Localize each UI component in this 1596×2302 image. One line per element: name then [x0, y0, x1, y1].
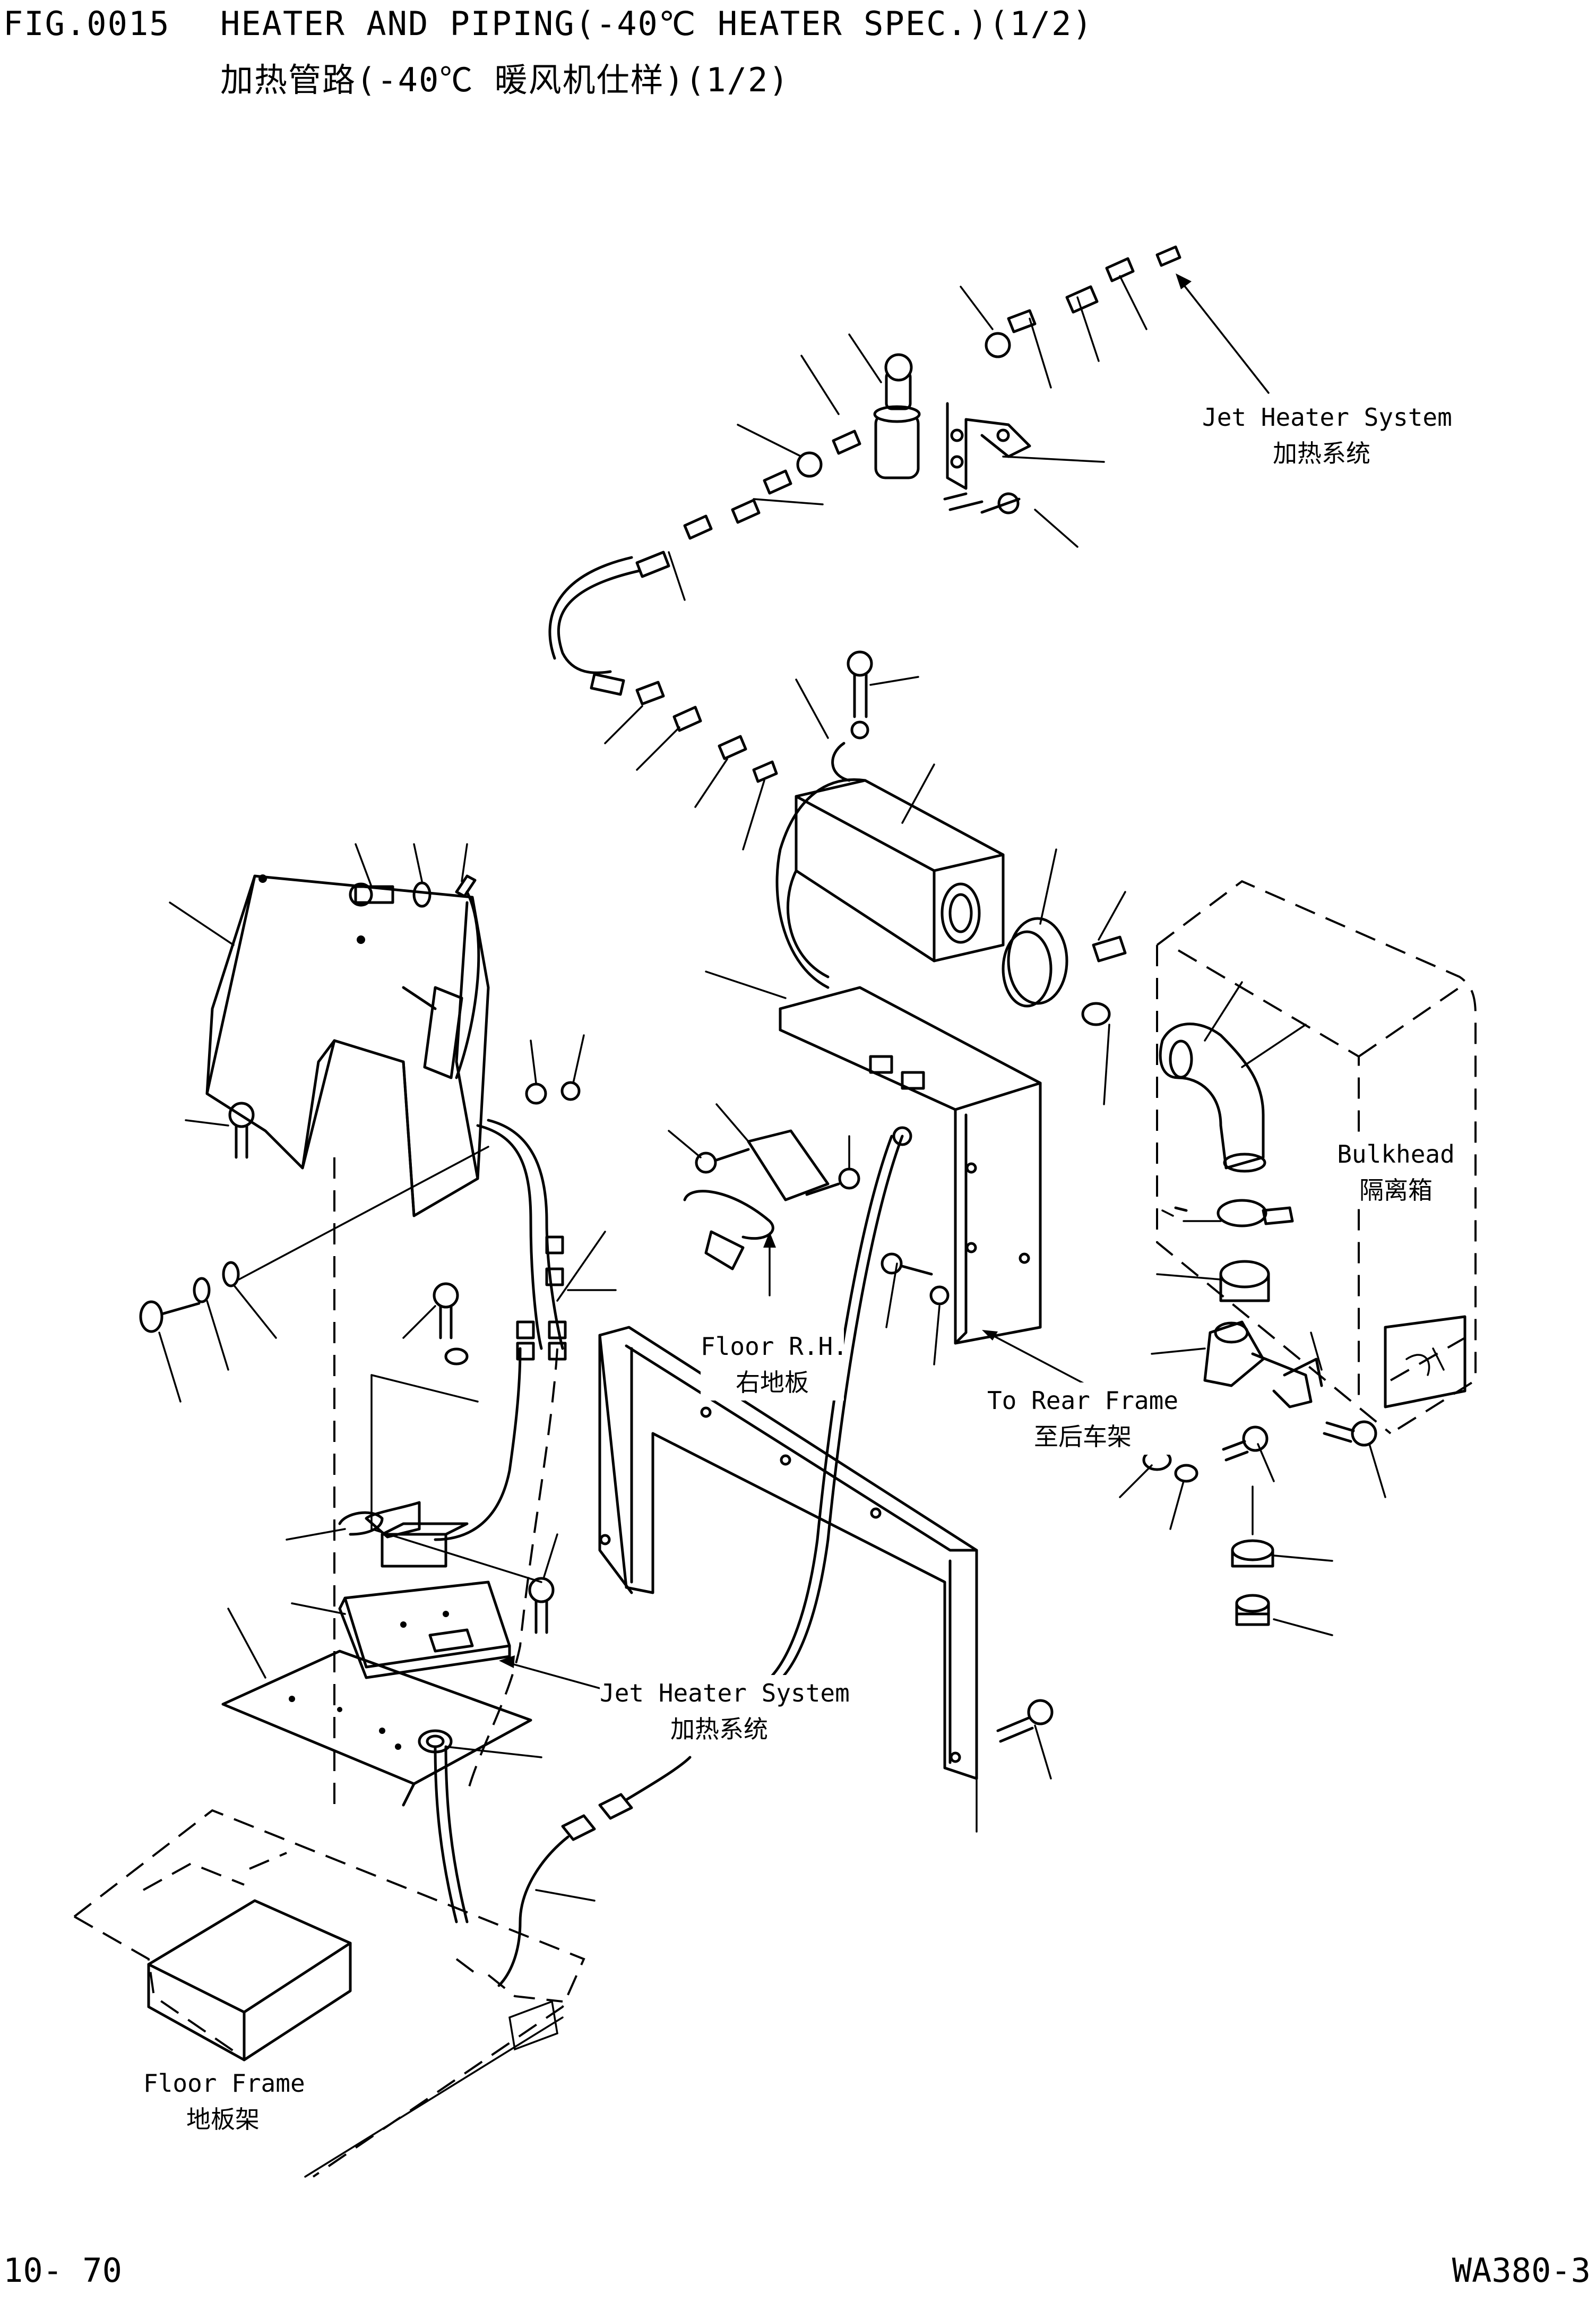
callout-jet-heater-bottom-en: Jet Heater System	[600, 1679, 850, 1707]
callout-floor-rh: Floor R.H. 右地板	[701, 1328, 848, 1401]
heater-unit	[775, 650, 1127, 1105]
model-number: WA380-3	[1452, 2251, 1591, 2290]
callout-floor-frame: Floor Frame 地板架	[143, 2065, 305, 2137]
callout-floor-rh-zh: 右地板	[736, 1368, 809, 1397]
callout-floor-frame-en: Floor Frame	[143, 2069, 305, 2098]
base-plates	[221, 1581, 692, 1987]
callout-to-rear-frame: To Rear Frame 至后车架	[982, 1382, 1184, 1455]
callout-to-rear-frame-en: To Rear Frame	[987, 1386, 1179, 1415]
floor-frame-outline	[73, 1809, 585, 2178]
callout-floor-frame-zh: 地板架	[186, 2105, 260, 2134]
top-hose-assembly	[548, 245, 1270, 851]
left-cover-panel	[139, 843, 617, 1816]
figure-title-english: HEATER AND PIPING(-40℃ HEATER SPEC.)(1/2…	[220, 4, 1093, 43]
callout-bulkhead-zh: 隔离箱	[1359, 1176, 1433, 1205]
callout-floor-rh-en: Floor R.H.	[701, 1332, 848, 1361]
mounting-bracket-panel	[668, 970, 1089, 1690]
callout-jet-heater-bottom-zh: 加热系统	[670, 1715, 768, 1743]
callout-to-rear-frame-zh: 至后车架	[1034, 1422, 1132, 1451]
callout-jet-heater-top: Jet Heater System 加热系统	[1202, 399, 1452, 471]
callout-jet-heater-top-en: Jet Heater System	[1202, 403, 1452, 432]
callout-jet-heater-bottom: Jet Heater System 加热系统	[600, 1675, 850, 1747]
callout-bulkhead: Bulkhead 隔离箱	[1327, 1136, 1465, 1208]
bulkhead-outline	[1156, 880, 1477, 1435]
page-number: 10- 70	[3, 2251, 122, 2290]
callout-jet-heater-top-zh: 加热系统	[1273, 439, 1370, 468]
figure-number: FIG.0015	[3, 4, 170, 43]
callout-bulkhead-en: Bulkhead	[1337, 1140, 1455, 1169]
valve-assembly	[1119, 1320, 1386, 1636]
figure-title-chinese: 加热管路(-40℃ 暖风机仕样)(1/2)	[220, 61, 790, 99]
floor-rh-frame	[598, 1326, 1054, 1833]
